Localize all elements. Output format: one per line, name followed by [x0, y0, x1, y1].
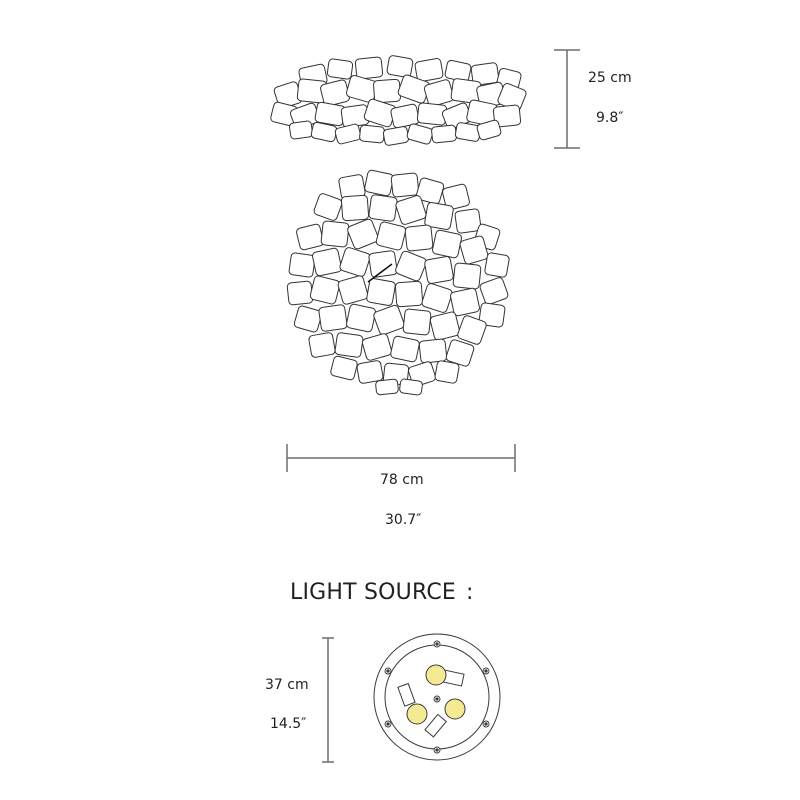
width-inch-label: 30.7″	[385, 512, 422, 528]
light-source-height-inch-label: 14.5″	[270, 716, 307, 732]
light-source-height-dimension-line	[322, 637, 334, 763]
bulb-icons	[397, 664, 466, 738]
side-height-cm-label: 25 cm	[588, 70, 632, 86]
side-height-inch-label: 9.8″	[596, 110, 624, 126]
light-source-title: LIGHT SOURCE	[290, 580, 457, 605]
light-source-colon: :	[466, 580, 474, 605]
top-view-lamp-drawing	[286, 169, 510, 396]
screw-icons	[384, 640, 490, 754]
light-source-height-cm-label: 37 cm	[265, 677, 309, 693]
side-height-dimension-line	[554, 49, 580, 149]
width-dimension-line	[286, 444, 516, 472]
width-cm-label: 78 cm	[380, 472, 424, 488]
